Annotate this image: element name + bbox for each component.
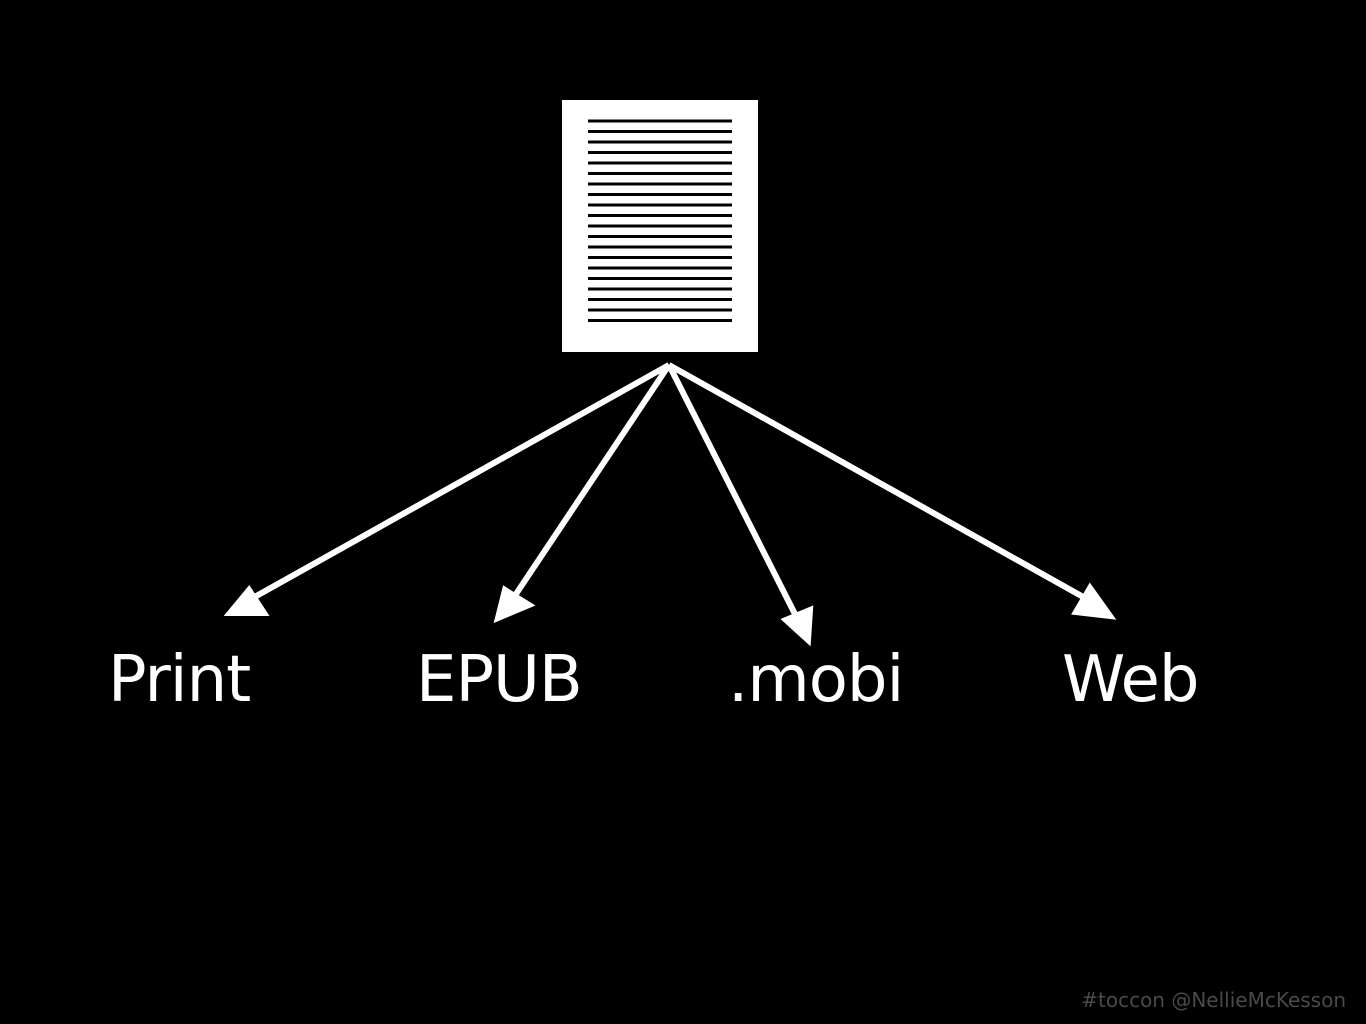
output-label-print: Print — [108, 643, 251, 717]
arrowhead-mobi — [780, 605, 814, 647]
output-label-web: Web — [1062, 643, 1200, 717]
arrowhead-print — [223, 584, 270, 616]
arrowhead-epub — [493, 585, 536, 624]
arrow-to-web — [667, 362, 1096, 606]
document-icon — [562, 100, 758, 352]
footer-hashtag-handle: #toccon @NellieMcKesson — [1081, 988, 1346, 1012]
output-label-mobi: .mobi — [728, 643, 904, 717]
arrow-to-print — [249, 362, 671, 602]
arrowhead-web — [1071, 582, 1117, 620]
arrow-to-epub — [509, 363, 672, 602]
arrow-to-mobi — [666, 363, 801, 622]
arrows — [223, 362, 1117, 647]
output-label-epub: EPUB — [416, 643, 583, 717]
